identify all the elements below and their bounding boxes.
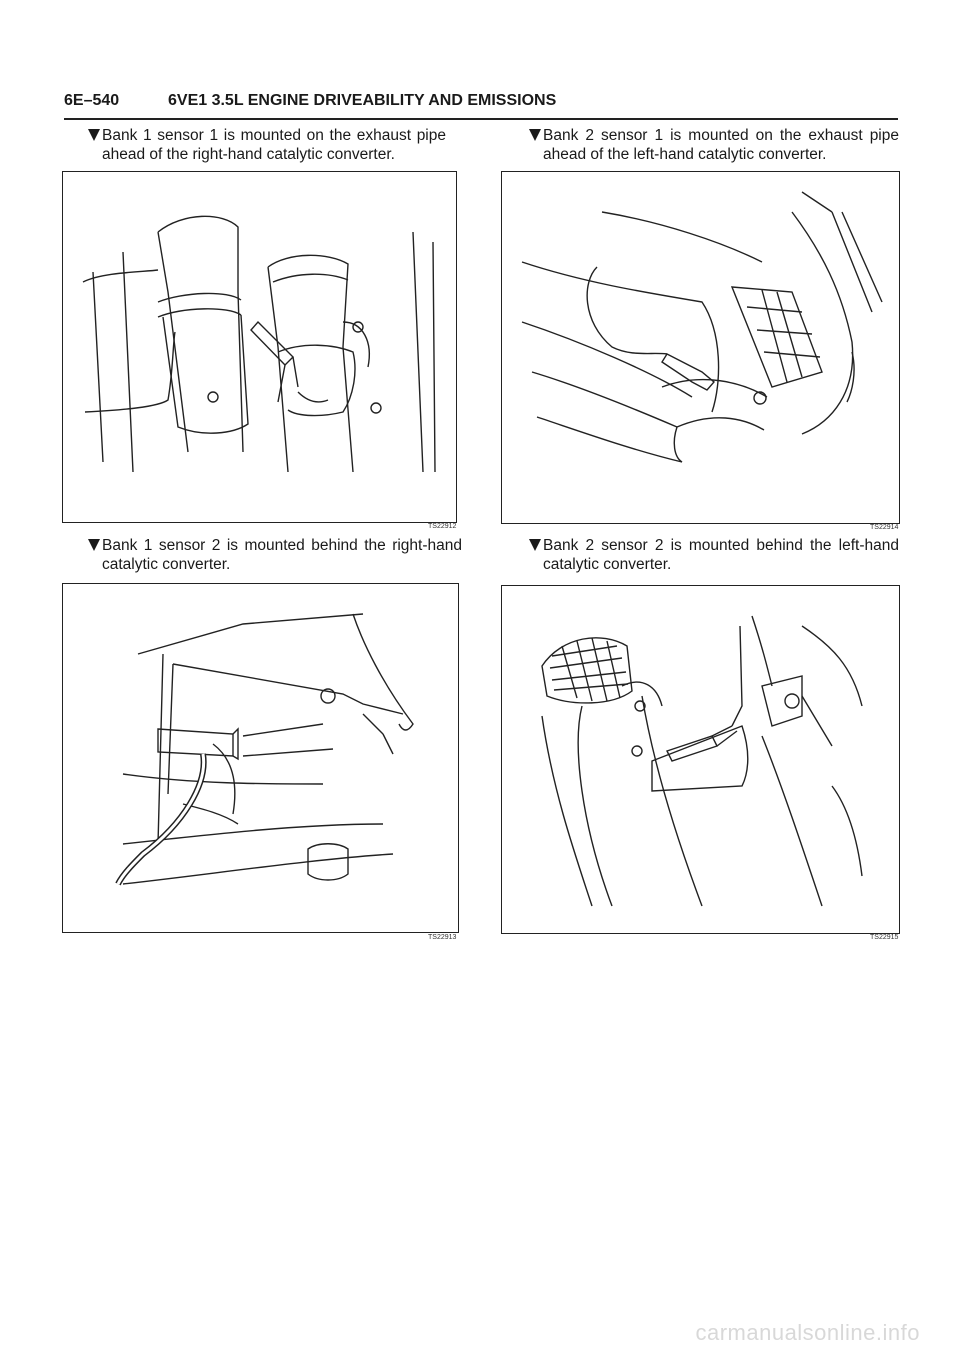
instruction-block-1: Bank 1 sensor 1 is mounted on the exhaus… <box>88 126 446 164</box>
figure-bank1-sensor1 <box>62 171 457 523</box>
instruction-line: Bank 2 sensor 1 is mounted on the exhaus… <box>543 127 899 144</box>
bullet-triangle-icon <box>88 129 100 141</box>
figure-id: TS22915 <box>870 934 899 941</box>
bullet-triangle-icon <box>88 539 100 551</box>
instruction-line: catalytic converter. <box>543 556 672 573</box>
catalytic-converter-illustration <box>115 613 414 886</box>
instruction-line: ahead of the left-hand catalytic convert… <box>543 146 827 163</box>
section-title: 6VE1 3.5L ENGINE DRIVEABILITY AND EMISSI… <box>168 92 557 109</box>
bullet-triangle-icon <box>529 539 541 551</box>
figure-bank1-sensor2 <box>62 583 459 933</box>
figure-bank2-sensor1 <box>501 171 900 524</box>
exhaust-pipe-illustration <box>82 215 436 473</box>
figure-bank2-sensor2 <box>501 585 900 934</box>
watermark: carmanualsonline.info <box>695 1320 920 1345</box>
figure-id: TS22914 <box>870 524 899 531</box>
instruction-line: Bank 1 sensor 1 is mounted on the exhaus… <box>102 127 446 144</box>
figure-id: TS22913 <box>428 934 457 941</box>
instruction-line: Bank 1 sensor 2 is mounted behind the ri… <box>102 537 462 554</box>
instruction-line: catalytic converter. <box>102 556 231 573</box>
instruction-line: Bank 2 sensor 2 is mounted behind the le… <box>543 537 899 554</box>
instruction-line: ahead of the right-hand catalytic conver… <box>102 146 395 163</box>
bullet-triangle-icon <box>529 129 541 141</box>
figure-id: TS22912 <box>428 523 457 530</box>
instruction-block-4: Bank 2 sensor 2 is mounted behind the le… <box>529 536 899 574</box>
exhaust-pipe-illustration <box>521 191 883 463</box>
page-header: 6E–540 6VE1 3.5L ENGINE DRIVEABILITY AND… <box>64 90 898 120</box>
catalytic-converter-illustration <box>541 615 863 907</box>
instruction-block-2: Bank 2 sensor 1 is mounted on the exhaus… <box>529 126 899 164</box>
page-number: 6E–540 <box>64 92 120 109</box>
instruction-block-3: Bank 1 sensor 2 is mounted behind the ri… <box>88 536 462 574</box>
